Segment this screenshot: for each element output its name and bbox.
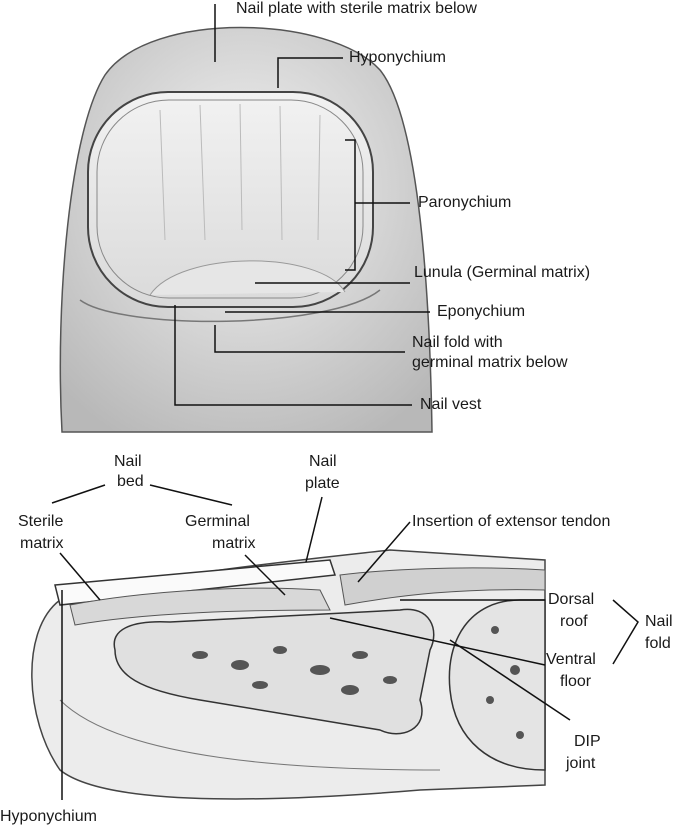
label-sterile-2: matrix (20, 535, 64, 552)
label-dorsal-1: Dorsal (548, 591, 595, 608)
label-paronychium: Paronychium (418, 194, 512, 211)
label-eponychium: Eponychium (437, 303, 526, 320)
label-germinal-2: matrix (212, 535, 256, 552)
label-ventral-2: floor (560, 673, 592, 690)
label-nail-bed-2: bed (117, 473, 144, 490)
label-sterile-1: Sterile (18, 513, 64, 530)
label-hyponychium-top: Hyponychium (349, 49, 446, 66)
finger-top-view (59, 26, 433, 433)
label-nail-plate-section-2: plate (305, 475, 340, 492)
label-dip-2: joint (566, 755, 596, 772)
top-leader-lines (174, 4, 430, 406)
label-nail-fold-top-2: germinal matrix below (412, 354, 568, 371)
label-lunula: Lunula (Germinal matrix) (414, 264, 591, 281)
label-germinal-1: Germinal (185, 513, 250, 530)
label-nail-fold-1: Nail (645, 613, 673, 630)
label-nail-plate-section-1: Nail (309, 453, 337, 470)
section-leader-lines (51, 484, 639, 800)
label-insertion-extensor: Insertion of extensor tendon (412, 513, 611, 530)
label-dorsal-2: roof (560, 613, 588, 630)
label-nail-plate: Nail plate with sterile matrix below (236, 0, 477, 17)
label-hyponychium-section: Hyponychium (0, 808, 97, 825)
label-nail-bed-1: Nail (114, 453, 142, 470)
label-nail-vest: Nail vest (420, 396, 482, 413)
label-dip-1: DIP (574, 733, 601, 750)
label-ventral-1: Ventral (546, 651, 596, 668)
label-nail-fold-2: fold (645, 635, 671, 652)
label-nail-fold-top-1: Nail fold with (412, 334, 503, 351)
finger-section-view (31, 549, 546, 800)
